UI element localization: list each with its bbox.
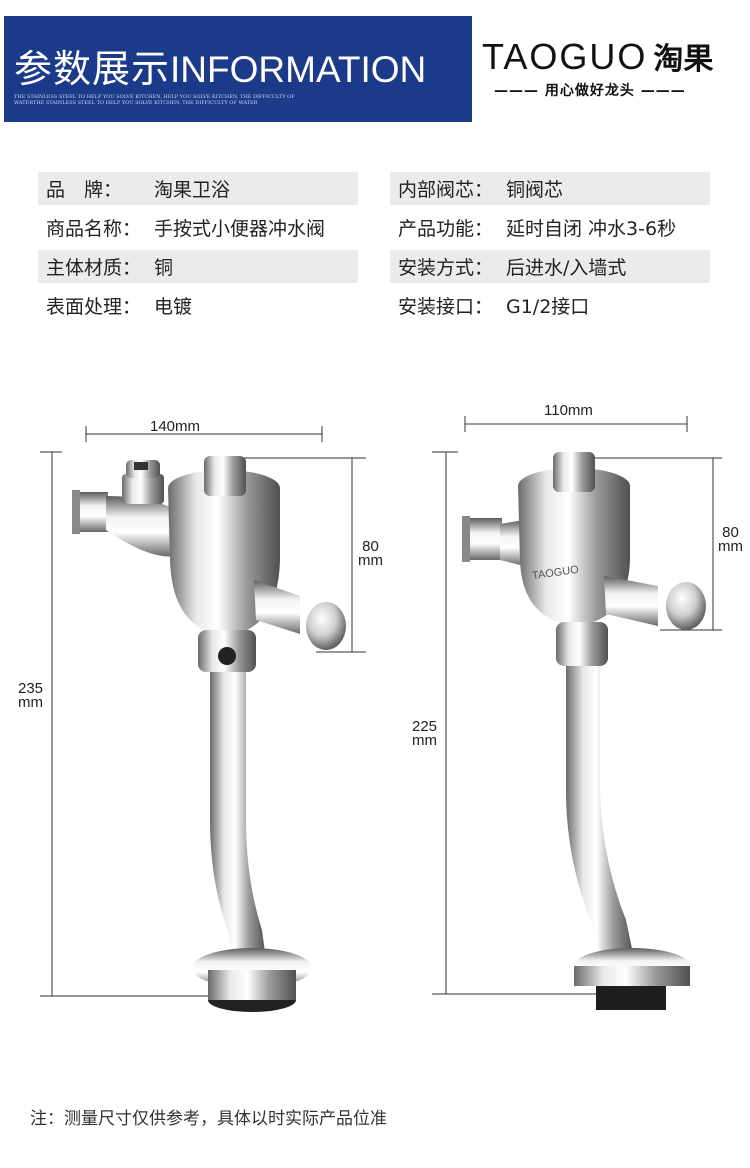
product-a-height-unit: mm: [18, 694, 44, 711]
spec-key: 安装接口：: [398, 296, 494, 318]
logo-brand-en: TAOGUO: [482, 36, 648, 77]
product-b-width-label: 110mm: [544, 402, 593, 419]
product-a-top-num: 80: [362, 538, 379, 555]
spec-row-installation: 安装方式： 后进水/入墙式: [390, 250, 710, 283]
banner-title: 参数展示INFORMATION: [14, 38, 426, 93]
spec-key: 主体材质：: [46, 257, 142, 279]
spec-key: 品 牌：: [46, 179, 123, 201]
spec-row-cartridge: 内部阀芯： 铜阀芯: [390, 172, 710, 205]
product-b-top-num: 80: [722, 524, 739, 541]
spec-row-brand: 品 牌： 淘果卫浴: [38, 172, 358, 205]
spec-key: 表面处理：: [46, 296, 142, 318]
spec-value: 淘果卫浴: [154, 179, 231, 201]
spec-value: 手按式小便器冲水阀: [154, 218, 326, 240]
banner-fine-print: THE STAINLESS STEEL TO HELP YOU SOLVE KI…: [14, 94, 295, 106]
product-a-top-unit: mm: [358, 552, 383, 569]
spec-key: 安装方式：: [398, 257, 494, 279]
product-b-dimensions: [432, 416, 722, 995]
footnote: 注：测量尺寸仅供参考，具体以时实际产品位准: [30, 1109, 387, 1129]
product-a-height-num: 235: [18, 680, 44, 697]
product-b-height-num: 225: [412, 718, 438, 735]
spec-row-function: 产品功能： 延时自闭 冲水3-6秒: [390, 211, 710, 244]
spec-key: 商品名称：: [46, 218, 142, 240]
spec-row-connector: 安装接口： G1/2接口: [390, 289, 710, 322]
product-a-dimensions: [40, 426, 366, 997]
product-b-height-unit: mm: [412, 732, 438, 749]
logo-slogan: ——— 用心做好龙头 ———: [494, 83, 686, 99]
spec-key: 产品功能：: [398, 218, 494, 240]
logo-brand-cn: 淘果: [653, 42, 714, 77]
spec-value: 电镀: [154, 296, 193, 318]
product-a-valve: [72, 456, 346, 1012]
spec-value: 延时自闭 冲水3-6秒: [506, 218, 677, 240]
product-a-width-label: 140mm: [150, 418, 201, 435]
info-banner: 参数展示INFORMATION THE STAINLESS STEEL TO H…: [4, 16, 472, 122]
spec-value: 铜: [154, 257, 174, 279]
product-b-top-unit: mm: [718, 538, 743, 555]
spec-row-finish: 表面处理： 电镀: [38, 289, 358, 322]
spec-row-material: 主体材质： 铜: [38, 250, 358, 283]
spec-row-product-name: 商品名称： 手按式小便器冲水阀: [38, 211, 358, 244]
spec-key: 内部阀芯：: [398, 179, 494, 201]
product-b-valve: [462, 452, 706, 1010]
banner-title-en: INFORMATION: [170, 49, 427, 90]
spec-value: 铜阀芯: [506, 179, 564, 201]
banner-title-cn: 参数展示: [14, 47, 171, 91]
spec-value: G1/2接口: [506, 296, 590, 318]
spec-value: 后进水/入墙式: [506, 257, 627, 279]
